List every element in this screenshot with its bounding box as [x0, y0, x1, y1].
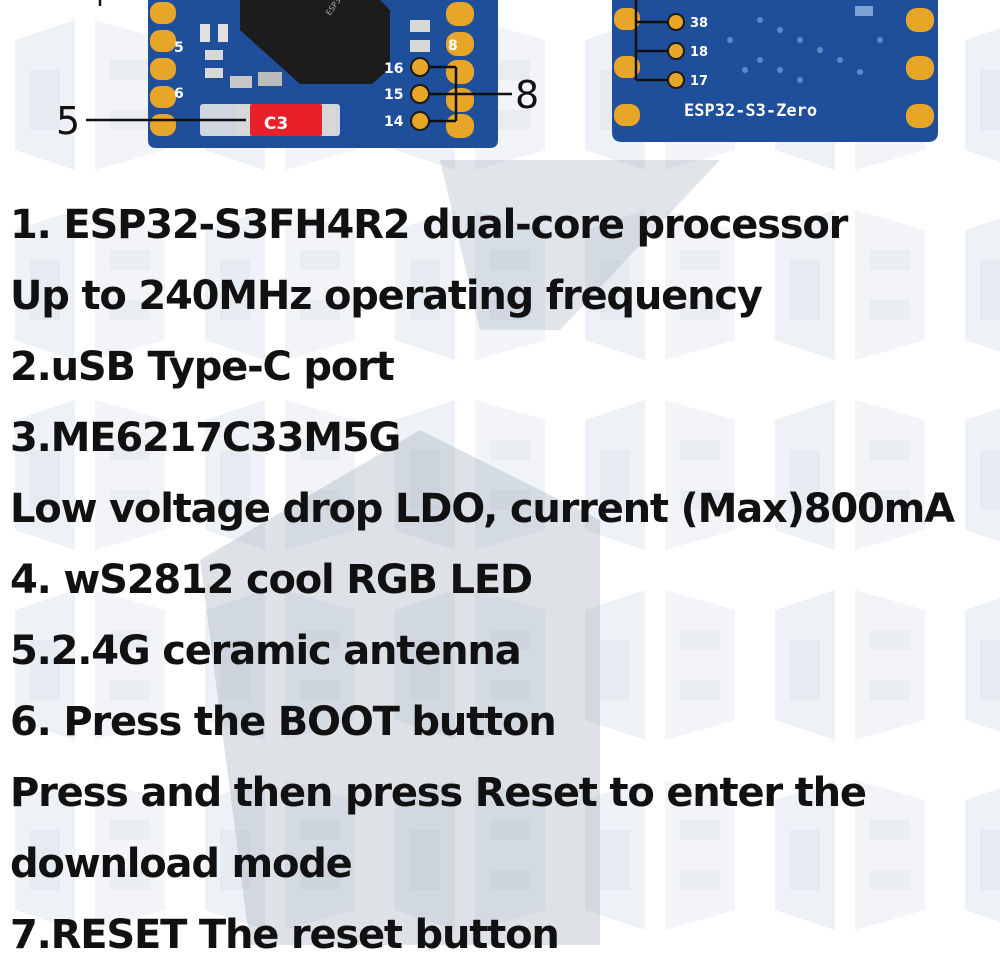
feature-line: 7.RESET The reset button: [10, 912, 560, 958]
board-front: ESP32-S3 C3 5 6 8 16 15 14: [56, 0, 539, 148]
feature-line: download mode: [10, 841, 353, 887]
callout-8-lines: [430, 65, 512, 123]
back-left-pads: [614, 8, 640, 126]
board-illustration: ESP32-S3 C3 5 6 8 16 15 14: [56, 0, 938, 148]
feature-line: 3.ME6217C33M5G: [10, 415, 401, 461]
pin-label: 6: [174, 86, 184, 102]
callout-5: 5: [56, 99, 80, 143]
feature-line: 4. wS2812 cool RGB LED: [10, 557, 533, 603]
antenna-chip-label: C3: [264, 114, 288, 134]
board-back: 38 18 17 ESP32-S3-Zero: [612, 0, 938, 142]
feature-line: Low voltage drop LDO, current (Max)800mA: [10, 486, 955, 532]
back-right-pads: [906, 8, 934, 128]
feature-line: Up to 240MHz operating frequency: [10, 273, 763, 319]
pin-labels-front: 16 15 14: [384, 61, 404, 130]
feature-line: 1. ESP32-S3FH4R2 dual-core processor: [10, 202, 848, 248]
feature-line: 6. Press the BOOT button: [10, 699, 557, 745]
pin-label: 18: [690, 45, 708, 60]
feature-line: Press and then press Reset to enter the: [10, 770, 867, 816]
callout-8: 8: [515, 73, 539, 117]
pin-label: 38: [690, 16, 708, 31]
back-trace-dots: [727, 17, 883, 83]
pin-label: 8: [448, 38, 458, 54]
right-castellated-pads: [446, 2, 474, 138]
back-marker: [855, 6, 873, 16]
esp32-chip: ESP32-S3: [240, 0, 390, 84]
board-model-label: ESP32-S3-Zero: [684, 101, 817, 121]
callout-back-lines: [634, 0, 668, 82]
small-components: [200, 20, 430, 88]
pin-label: 16: [384, 61, 403, 77]
pin-dots-back: [667, 13, 685, 89]
pin-labels-left: 5 6 8: [174, 38, 458, 102]
pin-label: 14: [384, 114, 404, 130]
feature-list: 1. ESP32-S3FH4R2 dual-core processor Up …: [0, 190, 1000, 971]
pin-label: 15: [384, 87, 403, 103]
pin-labels-back: 38 18 17: [690, 16, 708, 89]
feature-line: 5.2.4G ceramic antenna: [10, 628, 522, 674]
pin-label: 5: [174, 40, 184, 56]
ceramic-antenna: C3: [236, 104, 336, 136]
pin-dots-front: [410, 57, 430, 131]
pin-label: 17: [690, 74, 708, 89]
feature-line: 2.uSB Type-C port: [10, 344, 395, 390]
background-watermark: [0, 0, 1000, 945]
